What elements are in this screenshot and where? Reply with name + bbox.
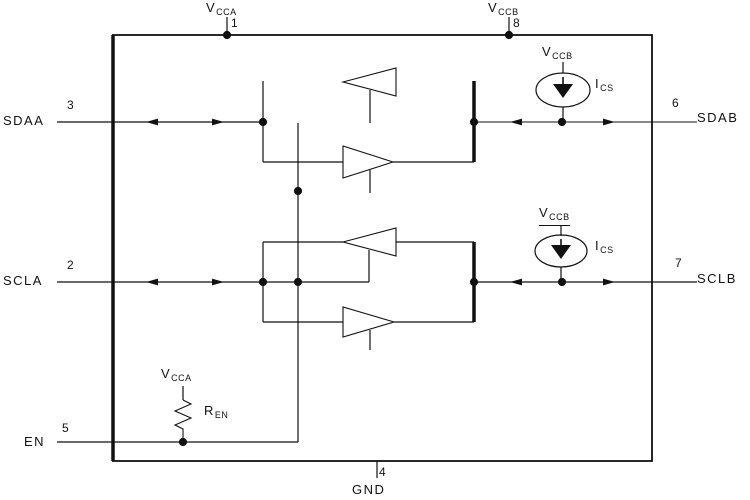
sdab-arrow-right-icon xyxy=(603,118,615,126)
ic-boundary xyxy=(111,34,653,462)
enable-distribution-wire xyxy=(293,123,303,442)
scla-arrow-left-icon xyxy=(146,278,158,286)
pin-label-vccb: VCCB xyxy=(488,0,519,18)
sclb-arrow-right-icon xyxy=(603,278,615,286)
sda-current-source-label: ICS xyxy=(595,76,614,94)
en-line xyxy=(57,437,298,447)
sda-current-source-symbol xyxy=(535,62,591,122)
pin-label-scla: SCLA xyxy=(3,273,43,288)
vcca-pin-stub xyxy=(222,17,232,40)
ren-supply-label: VCCA xyxy=(161,366,192,384)
scl-buffer-a-to-b xyxy=(342,306,396,338)
sclb-arrow-left-icon xyxy=(510,278,522,286)
scl-buffer-loop xyxy=(262,227,479,350)
sdaa-arrow-right-icon xyxy=(212,118,224,126)
pin-label-en: EN xyxy=(24,434,46,449)
scl-current-source-supply-label: VCCB xyxy=(539,206,570,226)
pin-number-sclb: 7 xyxy=(675,256,682,270)
sda-current-source-supply-label: VCCB xyxy=(542,44,573,62)
scla-arrow-right-icon xyxy=(212,278,224,286)
sda-buffer-a-to-b xyxy=(342,145,395,179)
ren-resistor-symbol xyxy=(173,386,193,442)
sdaa-arrow-left-icon xyxy=(146,118,158,126)
scl-current-source-symbol xyxy=(534,225,588,282)
pin-number-sdaa: 3 xyxy=(67,98,74,112)
pin-number-gnd: 4 xyxy=(379,465,386,479)
vccb-pin-stub xyxy=(504,17,514,40)
scl-buffer-b-to-a xyxy=(340,227,397,257)
sda-buffer-loop xyxy=(262,67,479,193)
pin-number-vccb: 8 xyxy=(513,16,520,30)
pin-label-sdaa: SDAA xyxy=(3,113,45,128)
pin-number-sdab: 6 xyxy=(672,96,679,110)
pin-label-vcca: VCCA xyxy=(206,0,237,18)
pin-label-sclb: SCLB xyxy=(697,271,737,286)
pin-number-scla: 2 xyxy=(67,258,74,272)
pin-label-gnd: GND xyxy=(352,482,386,497)
sdab-arrow-left-icon xyxy=(510,118,522,126)
pin-number-vcca: 1 xyxy=(231,16,238,30)
scla-line xyxy=(57,250,370,287)
sclb-line xyxy=(474,277,697,287)
scl-current-source-label: ICS xyxy=(595,238,614,256)
sda-buffer-b-to-a xyxy=(340,67,397,97)
sdaa-line xyxy=(57,117,268,127)
ren-resistor-label: REN xyxy=(204,403,229,421)
pin-label-sdab: SDAB xyxy=(697,110,739,125)
sdab-line xyxy=(474,117,697,127)
pin-number-en: 5 xyxy=(62,421,69,435)
